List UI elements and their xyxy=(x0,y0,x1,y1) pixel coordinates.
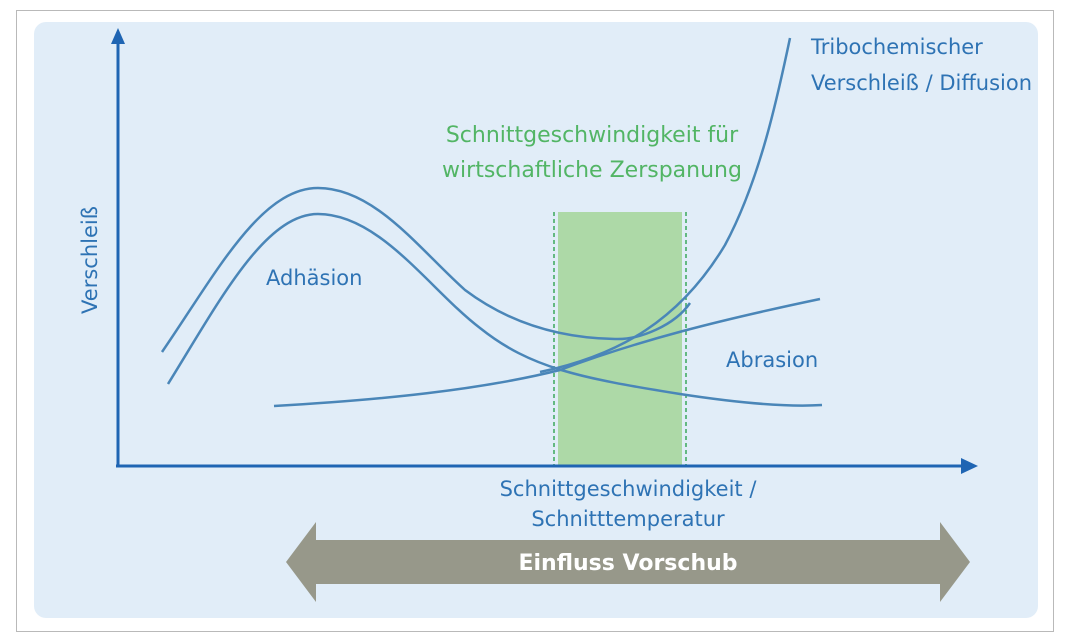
y-axis-label: Verschleiß xyxy=(78,206,102,314)
tribochemical-label-line2: Verschleiß / Diffusion xyxy=(811,71,1032,95)
adhesion-curve-upper xyxy=(160,186,692,353)
abrasion-curve xyxy=(273,297,821,408)
diagram-panel xyxy=(34,22,1038,618)
zone-label-line2: wirtschaftliche Zerspanung xyxy=(442,158,742,183)
zone-label-line1: Schnittgeschwindigkeit für xyxy=(446,123,739,148)
x-axis-label-line1: Schnittgeschwindigkeit / xyxy=(500,477,758,501)
feed-influence-label: Einfluss Vorschub xyxy=(518,551,737,576)
x-axis-label-line2: Schnitttemperatur xyxy=(531,507,725,531)
feed-influence-arrow xyxy=(286,522,970,602)
tribochemical-wear-curve xyxy=(539,37,792,374)
tribochemical-label-line1: Tribochemischer xyxy=(810,35,983,59)
x-axis-arrowhead xyxy=(961,458,978,474)
y-axis-arrowhead xyxy=(111,28,125,44)
abrasion-label: Abrasion xyxy=(726,348,818,372)
adhesion-label: Adhäsion xyxy=(266,266,362,290)
adhesion-curve-lower xyxy=(166,212,823,407)
